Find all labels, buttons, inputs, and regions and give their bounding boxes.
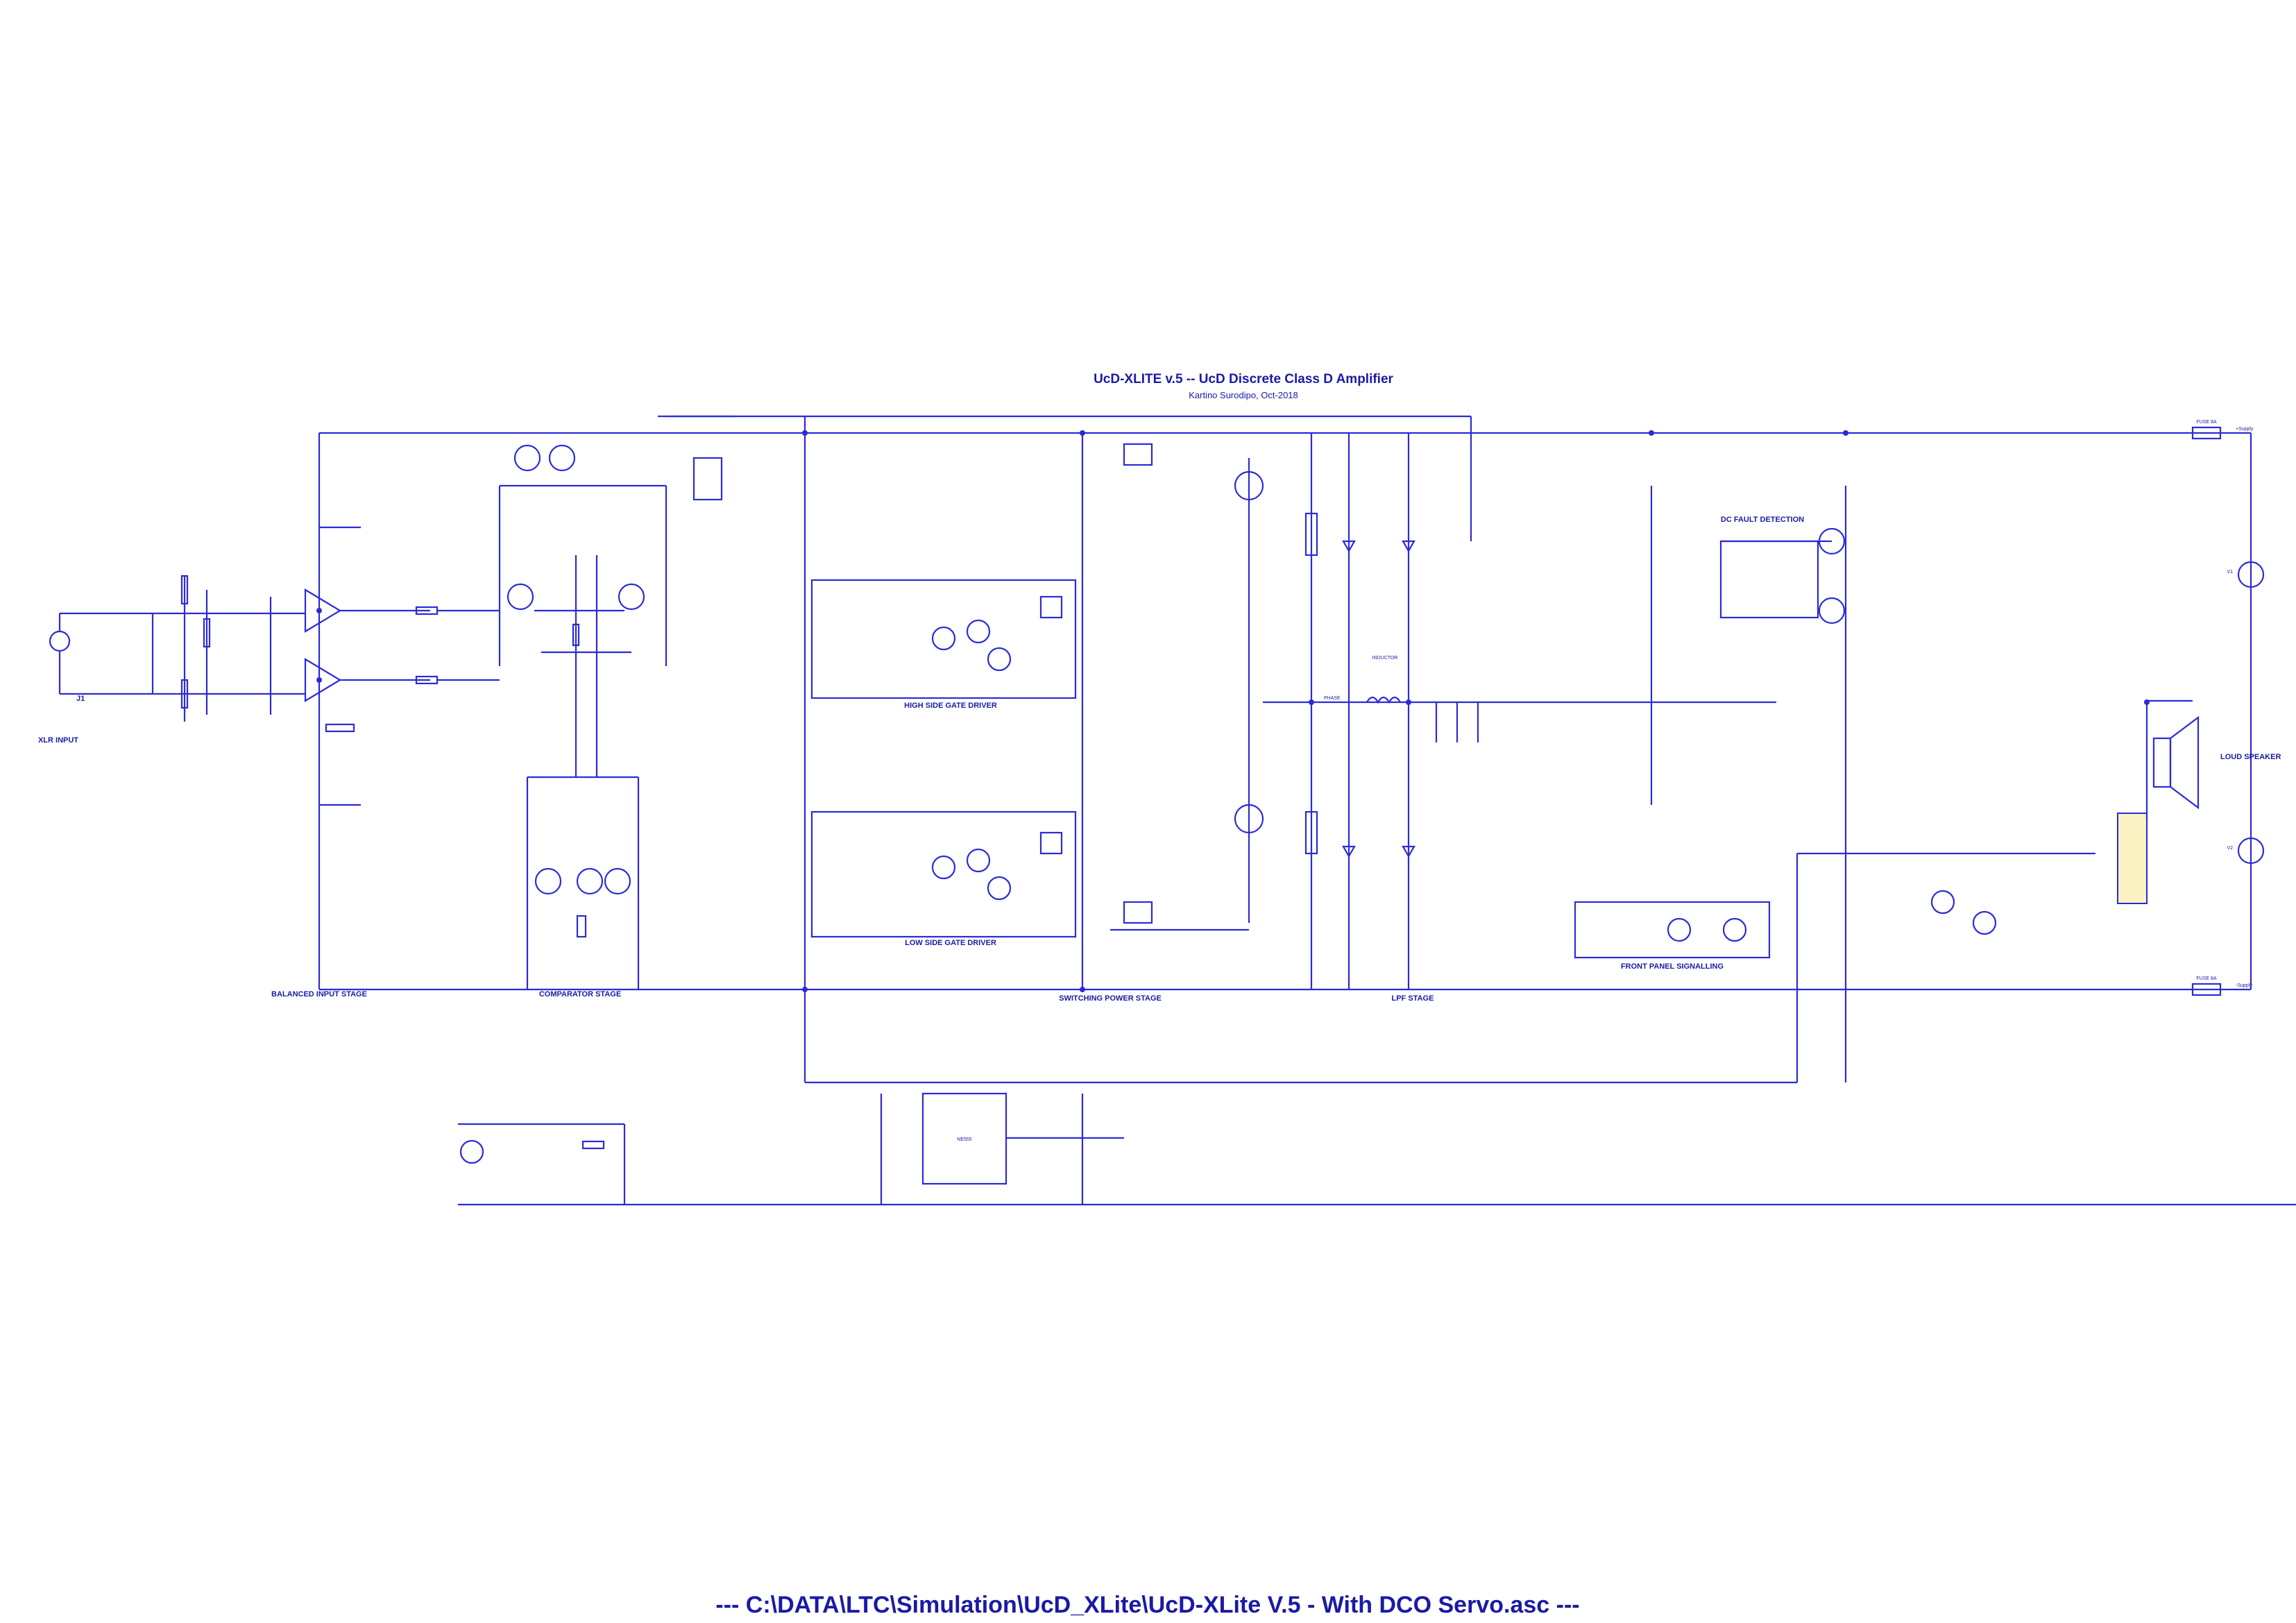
svg-text:LPF STAGE: LPF STAGE [1392, 994, 1434, 1003]
error-amp-stage [498, 415, 735, 777]
xlr-input-connector: XLR INPUT J1 [38, 612, 154, 745]
schematic-title: UcD-XLITE v.5 -- UcD Discrete Class D Am… [1094, 372, 1393, 386]
svg-text:+Supply: +Supply [2236, 427, 2254, 432]
svg-text:LOUD SPEAKER: LOUD SPEAKER [2220, 753, 2281, 761]
schematic-author: Kartino Surodipo, Oct-2018 [1189, 390, 1298, 400]
svg-text:PHASE: PHASE [1324, 696, 1341, 701]
balanced-input-stage: BALANCED INPUT STAGE [153, 526, 500, 999]
supply-rails [318, 415, 2296, 1206]
high-side-gate-driver: HIGH SIDE GATE DRIVER [810, 579, 1077, 710]
svg-text:BALANCED INPUT STAGE: BALANCED INPUT STAGE [271, 990, 367, 999]
file-path-footer: --- C:\DATA\LTC\Simulation\UcD_XLite\UcD… [715, 1592, 1579, 1618]
svg-text:INDUCTOR: INDUCTOR [1372, 656, 1398, 661]
dc-fault-detection: DC FAULT DETECTION [1650, 486, 1847, 1082]
front-panel-signalling: FRONT PANEL SIGNALLING [1574, 901, 1771, 971]
switching-power-stage: SWITCHING POWER STAGE [1059, 433, 1264, 1003]
svg-text:FUSE 8A: FUSE 8A [2196, 976, 2217, 981]
svg-text:LOW SIDE GATE DRIVER: LOW SIDE GATE DRIVER [905, 939, 996, 947]
supply-fuse-bottom: FUSE 8A -Supply [2191, 976, 2252, 996]
svg-text:XLR INPUT: XLR INPUT [38, 736, 78, 745]
svg-text:FUSE 8A: FUSE 8A [2196, 420, 2217, 425]
junction-dots [316, 430, 2150, 992]
opto-servo-block [458, 1123, 626, 1205]
svg-text:SWITCHING POWER STAGE: SWITCHING POWER STAGE [1059, 994, 1162, 1003]
svg-text:DC FAULT DETECTION: DC FAULT DETECTION [1721, 516, 1804, 524]
lpf-stage: INDUCTOR PHASE LPF STAGE [1304, 433, 1479, 1003]
svg-text:V2: V2 [2227, 846, 2233, 851]
svg-text:-Supply: -Supply [2236, 983, 2252, 988]
protection-relay [1930, 699, 2193, 935]
svg-text:COMPARATOR STAGE: COMPARATOR STAGE [539, 990, 621, 999]
voltage-source-v1: V1 [2227, 561, 2265, 588]
svg-text:V1: V1 [2227, 570, 2233, 575]
supply-fuse-top: FUSE 8A +Supply [2191, 420, 2254, 440]
low-side-gate-driver: LOW SIDE GATE DRIVER [810, 810, 1077, 947]
svg-text:NE555: NE555 [957, 1137, 972, 1142]
voltage-source-v2: V2 [2227, 837, 2265, 865]
svg-text:FRONT PANEL SIGNALLING: FRONT PANEL SIGNALLING [1621, 962, 1724, 971]
loudspeaker: LOUD SPEAKER [2152, 715, 2281, 810]
timer-ic-ne555: NE555 [880, 1092, 1124, 1205]
svg-text:J1: J1 [76, 695, 85, 703]
svg-text:HIGH SIDE GATE DRIVER: HIGH SIDE GATE DRIVER [904, 702, 997, 710]
comparator-stage: COMPARATOR STAGE [526, 776, 640, 999]
